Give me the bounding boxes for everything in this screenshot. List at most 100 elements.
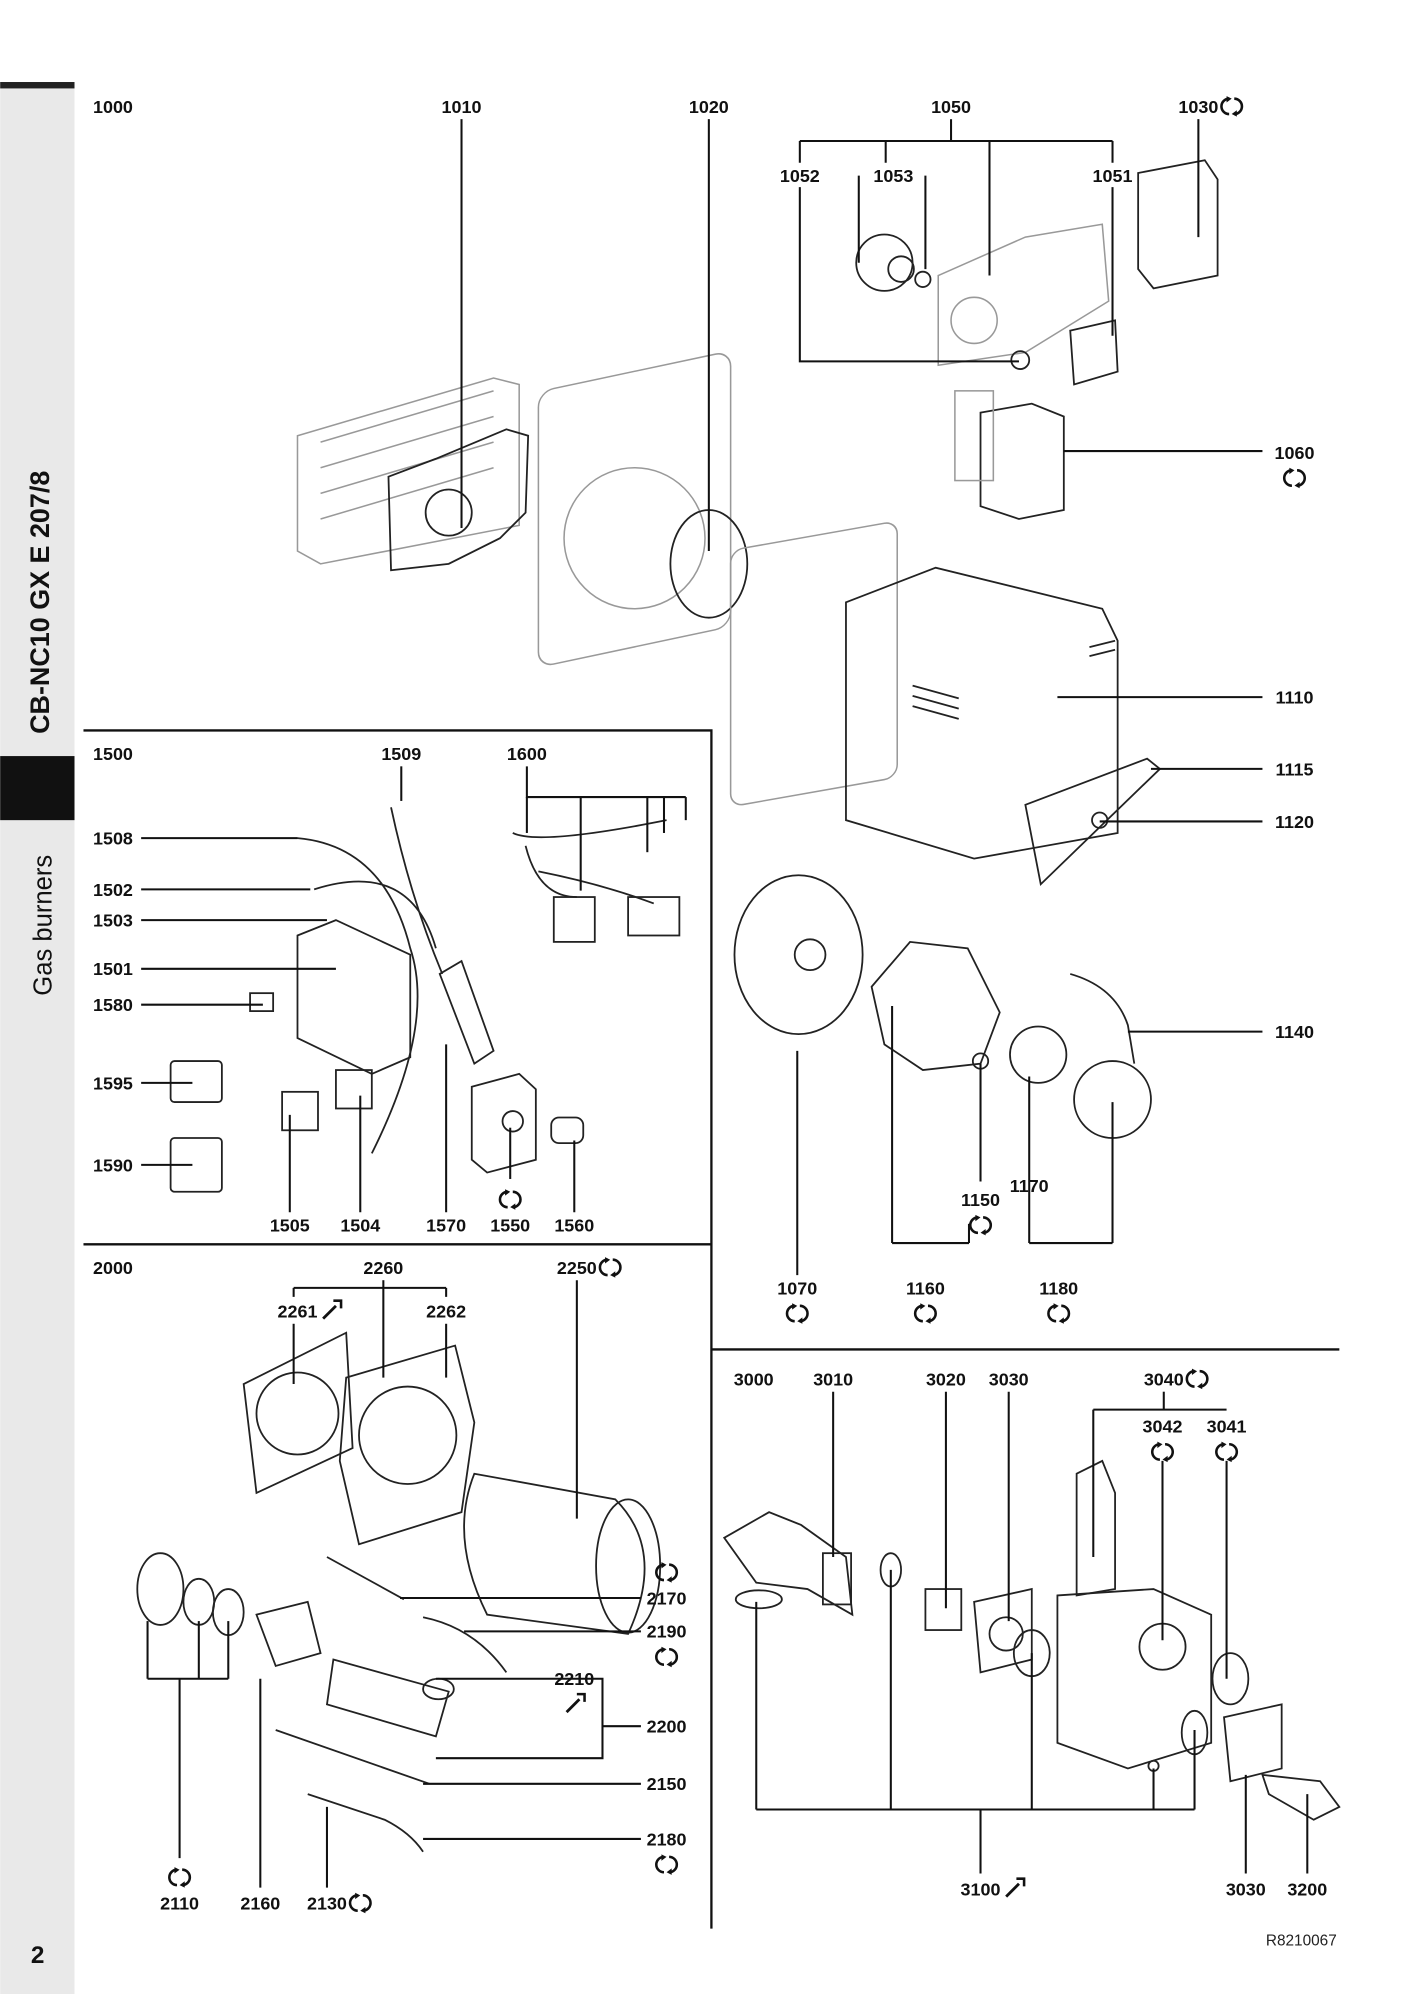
mounting-plate [729, 522, 898, 806]
cycle-arrows-icon [913, 1303, 937, 1324]
cycle-arrows-icon [1151, 1441, 1174, 1463]
leader-line [525, 766, 686, 799]
part-label-1170: 1170 [1010, 1176, 1049, 1196]
air-intake-grille [296, 377, 520, 565]
part-label-3041: 3041 [1207, 1417, 1247, 1437]
o-rings-3100 [734, 1552, 1209, 1772]
part-label-1110: 1110 [1276, 688, 1314, 708]
part-label-3020: 3020 [926, 1369, 966, 1389]
cycle-arrows-icon [655, 1646, 679, 1668]
wrench-icon [565, 1692, 586, 1714]
cycle-arrows-icon [655, 1562, 679, 1583]
part-label-1000: 1000 [93, 97, 133, 117]
connectors-1505 [281, 1069, 373, 1132]
control-box-1050 [937, 223, 1110, 367]
cycle-arrows-icon [969, 1214, 992, 1236]
part-label-1560: 1560 [554, 1216, 594, 1236]
part-label-1030: 1030 [1178, 97, 1218, 117]
cable-2180 [307, 1793, 424, 1853]
wrench-icon [322, 1299, 343, 1320]
section-dividers [83, 729, 1340, 1929]
part-label-1060: 1060 [1275, 443, 1315, 463]
cycle-arrows-icon [1215, 1441, 1239, 1463]
part-label-3040: 3040 [1144, 1369, 1184, 1389]
part-outlines [136, 159, 1341, 1853]
knob-1053 [855, 233, 932, 292]
connector-1052 [1010, 350, 1031, 370]
part-label-1509: 1509 [381, 744, 421, 764]
filter-3041 [1211, 1652, 1250, 1706]
cover-1550 [470, 1072, 537, 1174]
part-label-3030: 3030 [989, 1369, 1029, 1389]
part-label-1508: 1508 [93, 829, 133, 849]
part-label-1070: 1070 [777, 1278, 817, 1298]
part-label-1590: 1590 [93, 1155, 133, 1175]
part-label-1052: 1052 [780, 166, 820, 186]
part-label-1600: 1600 [507, 744, 547, 764]
part-label-1500: 1500 [93, 744, 133, 764]
motor-1160 [870, 940, 1001, 1071]
part-label-1051: 1051 [1093, 166, 1133, 186]
sidebar-top-bar [0, 82, 75, 89]
part-label-1120: 1120 [1275, 812, 1314, 832]
sidebar-strip [0, 87, 75, 1994]
cycle-arrows-icon [1047, 1303, 1071, 1324]
connector-1580 [249, 992, 275, 1012]
cable-2190 [422, 1616, 508, 1673]
cycle-arrows-icon [785, 1303, 809, 1324]
flange-3030-outlet [1223, 1703, 1283, 1783]
flange-2260 [338, 1344, 476, 1546]
electrode-2170 [326, 1556, 405, 1601]
part-label-3000: 3000 [734, 1369, 774, 1389]
rod-2150 [275, 1729, 430, 1785]
part-label-1502: 1502 [93, 880, 133, 900]
leader-line [798, 187, 1019, 363]
part-label-1503: 1503 [93, 911, 133, 931]
elbow-3010 [722, 1511, 854, 1617]
part-label-1504: 1504 [340, 1216, 380, 1236]
part-label-2200: 2200 [647, 1717, 687, 1737]
cable-1570 [438, 959, 495, 1066]
part-label-1595: 1595 [93, 1073, 133, 1093]
air-damper-gasket [387, 428, 530, 572]
leader-line [435, 1677, 604, 1760]
drawing-reference: R8210067 [1266, 1932, 1337, 1949]
part-label-1180: 1180 [1039, 1278, 1078, 1298]
adapter-3020 [924, 1588, 963, 1631]
flange-3030 [973, 1587, 1033, 1674]
cycle-arrows-icon [1220, 96, 1244, 117]
part-label-2170: 2170 [647, 1588, 687, 1608]
part-label-1010: 1010 [442, 97, 482, 117]
part-label-1505: 1505 [270, 1216, 310, 1236]
nozzle-holder-2200 [325, 1658, 455, 1738]
part-label-1050: 1050 [931, 97, 971, 117]
part-label-2110: 2110 [160, 1893, 199, 1913]
part-label-1570: 1570 [426, 1216, 466, 1236]
relay-1595 [169, 1060, 223, 1103]
plug-1560 [550, 1116, 585, 1144]
part-label-3030: 3030 [1226, 1879, 1266, 1899]
hose-1140 [1069, 973, 1136, 1064]
page-number: 2 [31, 1942, 45, 1969]
part-label-2000: 2000 [93, 1258, 133, 1278]
part-label-1140: 1140 [1275, 1022, 1314, 1042]
sidebar-marker-block [0, 756, 75, 821]
cycle-arrows-icon [1283, 467, 1306, 489]
cycle-arrows-icon [168, 1867, 192, 1888]
flame-tube-2250 [463, 1472, 662, 1635]
gasket-2261 [242, 1331, 354, 1495]
part-label-2262: 2262 [426, 1301, 466, 1321]
part-label-2130: 2130 [307, 1893, 347, 1913]
part-label-3200: 3200 [1287, 1879, 1327, 1899]
part-label-2261: 2261 [278, 1301, 318, 1321]
part-label-2250: 2250 [557, 1258, 597, 1278]
part-label-3010: 3010 [813, 1369, 853, 1389]
part-label-2160: 2160 [240, 1893, 280, 1913]
fitting-3200 [1261, 1773, 1341, 1821]
control-box-1501 [296, 919, 412, 1075]
wiring-harness [297, 807, 444, 1154]
part-label-1115: 1115 [1276, 759, 1314, 779]
part-label-2190: 2190 [647, 1622, 687, 1642]
